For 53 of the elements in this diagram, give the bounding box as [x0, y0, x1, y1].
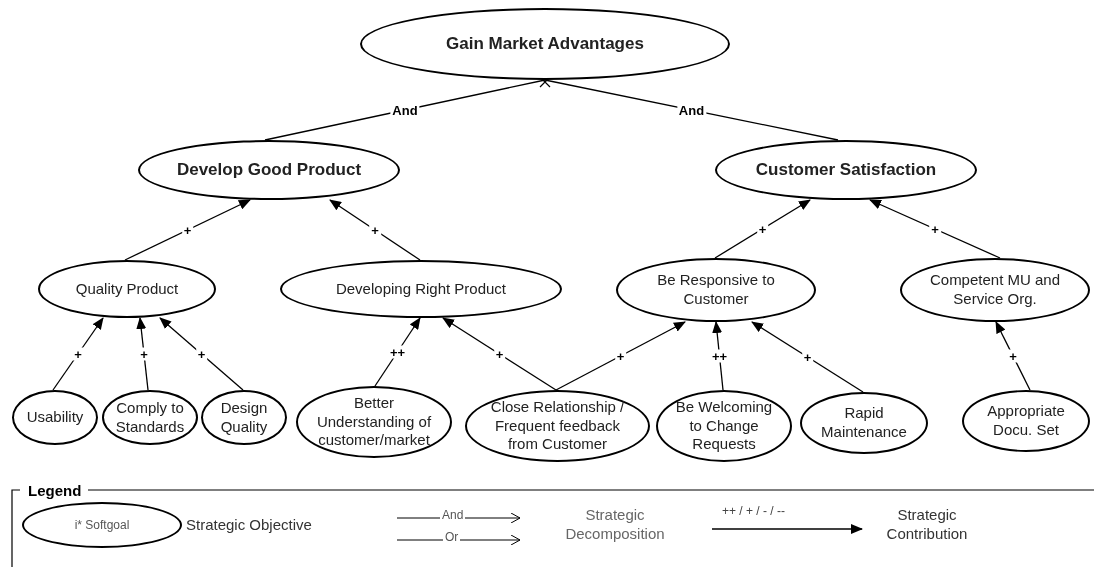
edge-label: And	[390, 103, 420, 117]
legend-text: Strategic Objective	[186, 515, 312, 535]
edge-label: ++	[709, 349, 730, 363]
sample-text: i* Softgoal	[74, 517, 130, 534]
legend-or-label: Or	[443, 531, 461, 543]
node-text: Comply to Standards	[115, 398, 185, 437]
edge-label: +	[195, 347, 208, 361]
connector-line	[264, 79, 546, 141]
connector-line	[136, 317, 149, 391]
connector-line	[124, 199, 251, 261]
legend-contribution-label: ++ / + / - / --	[722, 503, 786, 520]
node-text: Be Welcoming to Change Requests	[674, 397, 774, 455]
edge-label: +	[369, 223, 381, 237]
connector-line	[995, 321, 1031, 391]
connector-line	[329, 199, 421, 261]
legend-text: Strategic Contribution	[885, 506, 969, 544]
edge-label: +	[929, 222, 941, 236]
legend-text: Strategic Decomposition	[564, 506, 666, 544]
edge-label: +	[138, 347, 150, 361]
connector-line	[869, 199, 1001, 259]
connector-line	[714, 199, 811, 259]
legend-and-label: And	[440, 509, 466, 521]
connector-line	[442, 317, 557, 391]
connector-line	[159, 317, 244, 391]
node-text: Competent MU and Service Org.	[928, 271, 1062, 309]
connector-line	[555, 321, 686, 391]
edge-label: +	[181, 223, 194, 237]
node-text: Design Quality	[219, 398, 269, 437]
connector-line	[52, 317, 104, 391]
node-text: Close Relationship / Frequent feedback from Customer	[489, 397, 626, 455]
edge-label: ++	[387, 345, 408, 359]
node-text: Developing Right Product	[335, 279, 507, 299]
edge-label: +	[801, 350, 814, 364]
node-text: Rapid Maintenance	[820, 404, 908, 442]
node-text: Customer Satisfaction	[755, 159, 937, 181]
edge-label: +	[72, 347, 84, 361]
node-text: Develop Good Product	[176, 159, 362, 181]
legend-title: Legend	[27, 481, 83, 501]
edge-label: +	[1007, 349, 1019, 363]
edge-label: +	[756, 222, 769, 236]
connector-line	[544, 79, 839, 141]
connector-line	[712, 321, 724, 391]
node-text: Appropriate Docu. Set	[986, 402, 1066, 440]
edge-label: +	[493, 347, 506, 361]
node-text: Gain Market Advantages	[446, 33, 644, 55]
edge-label: +	[614, 349, 627, 363]
node-text: Usability	[26, 408, 84, 427]
node-text: Quality Product	[75, 279, 179, 299]
connector-line	[374, 317, 421, 387]
node-text: Better Understanding of customer/market	[315, 393, 433, 451]
connector-line	[751, 321, 864, 393]
node-text: Be Responsive to Customer	[656, 271, 776, 309]
edge-label: And	[676, 103, 707, 117]
